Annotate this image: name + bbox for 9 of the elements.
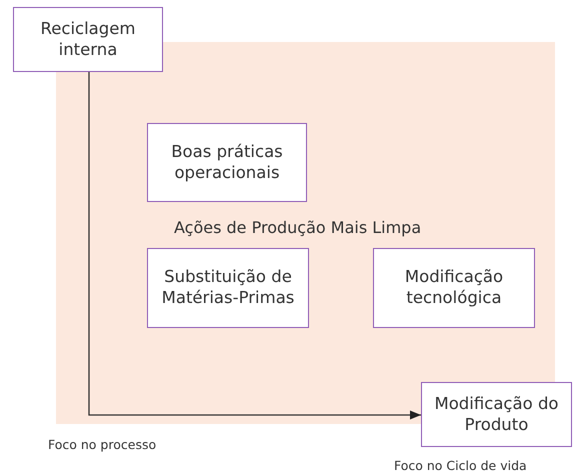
process-box: Modificação do Produto [421,382,572,447]
process-box: Boas práticas operacionais [147,123,307,202]
process-box: Reciclagem interna [13,7,163,72]
arrow [88,72,421,420]
group-title: Ações de Produção Mais Limpa [174,218,422,237]
axis-caption: Foco no Ciclo de vida [394,458,527,473]
process-box: Modificação tecnológica [373,248,535,328]
axis-caption: Foco no processo [48,437,156,452]
process-box: Substituição de Matérias-Primas [147,248,309,328]
